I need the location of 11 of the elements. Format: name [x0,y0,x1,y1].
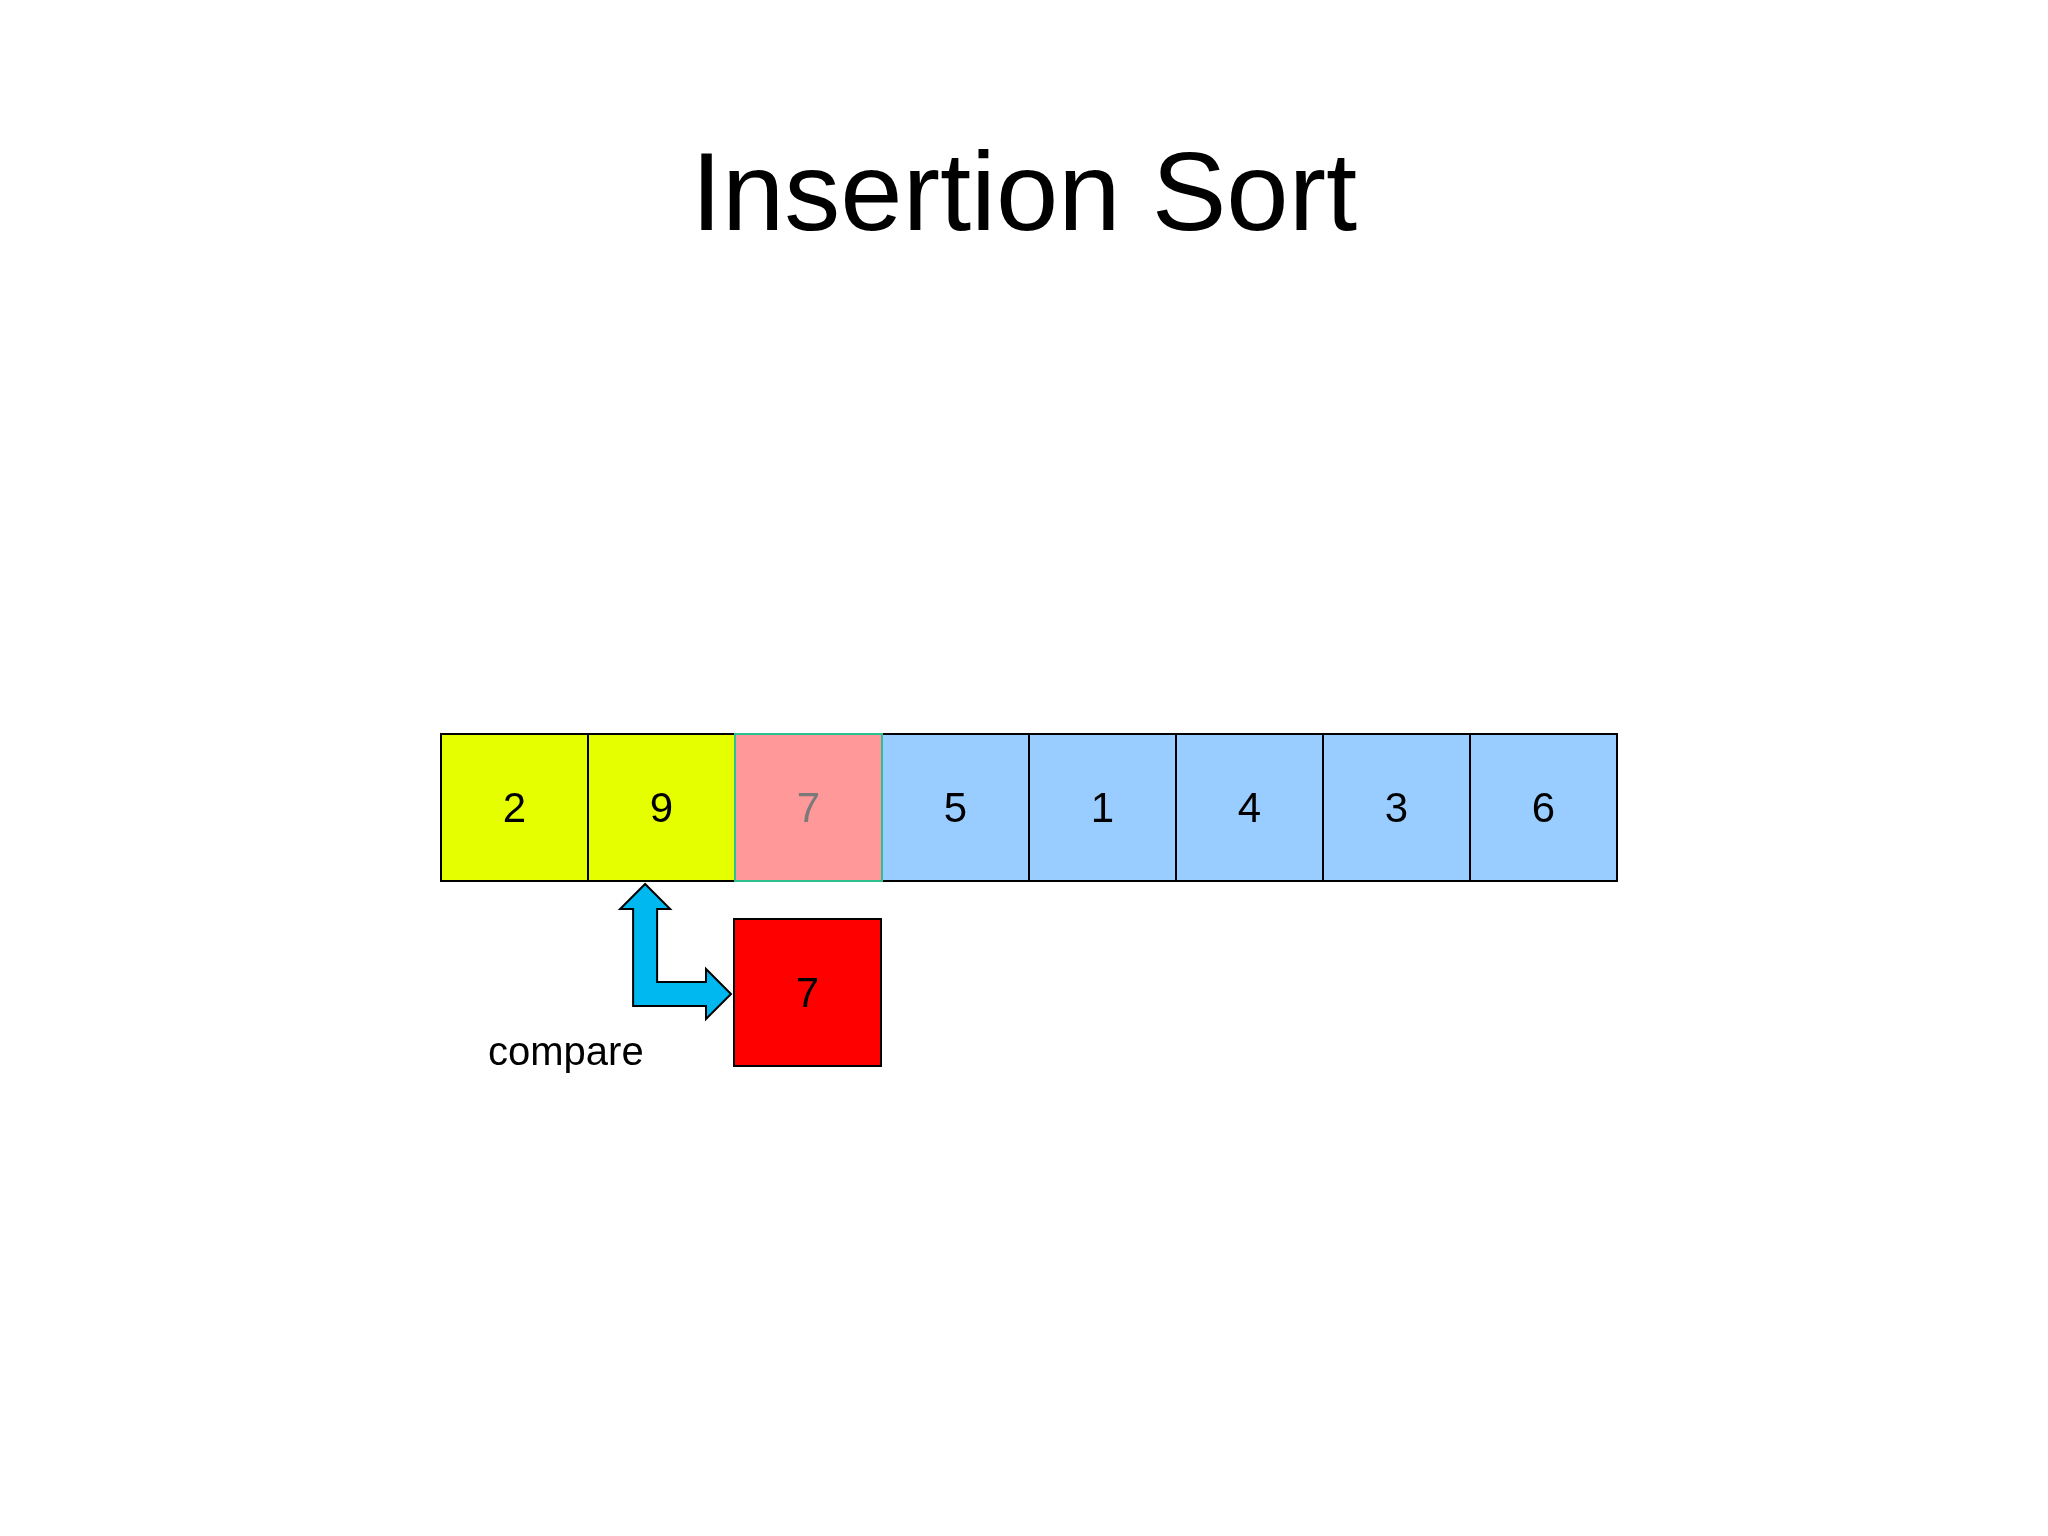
array-cell: 6 [1469,733,1618,882]
array-cell: 7 [734,733,883,882]
array-cell: 9 [587,733,736,882]
bent-arrow [617,882,733,1022]
array-cell: 4 [1175,733,1324,882]
key-cell: 7 [733,918,882,1067]
array-cell: 2 [440,733,589,882]
slide-title: Insertion Sort [689,128,1359,256]
array-cell: 5 [881,733,1030,882]
array-cell: 1 [1028,733,1177,882]
array-cell: 3 [1322,733,1471,882]
